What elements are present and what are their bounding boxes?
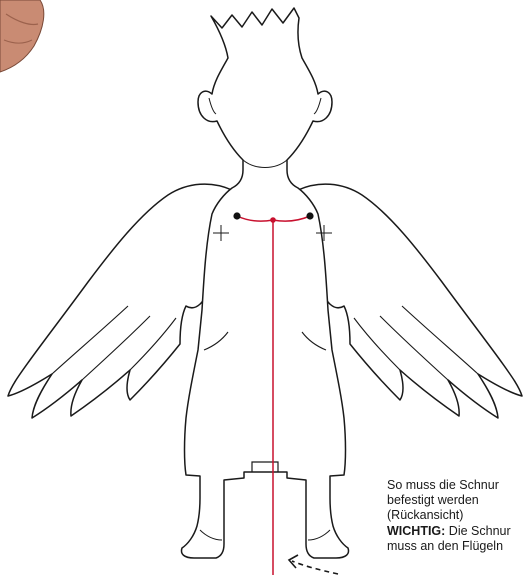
attach-point-right	[306, 212, 313, 219]
string-knot	[270, 217, 276, 223]
caption-line: (Rückansicht)	[387, 508, 530, 523]
instruction-caption: So muss die Schnur befestigt werden (Rüc…	[387, 478, 530, 554]
angel-body	[182, 8, 349, 558]
attach-point-left	[233, 212, 240, 219]
caption-line: befestigt werden	[387, 493, 530, 508]
caption-warning-line: WICHTIG: Die Schnur	[387, 524, 530, 539]
pointer-arrow	[292, 561, 338, 574]
hand-photo-fragment	[0, 0, 44, 72]
warning-text: Die Schnur	[445, 524, 510, 538]
caption-line: muss an den Flügeln	[387, 539, 530, 554]
warning-label: WICHTIG:	[387, 524, 445, 538]
caption-line: So muss die Schnur	[387, 478, 530, 493]
